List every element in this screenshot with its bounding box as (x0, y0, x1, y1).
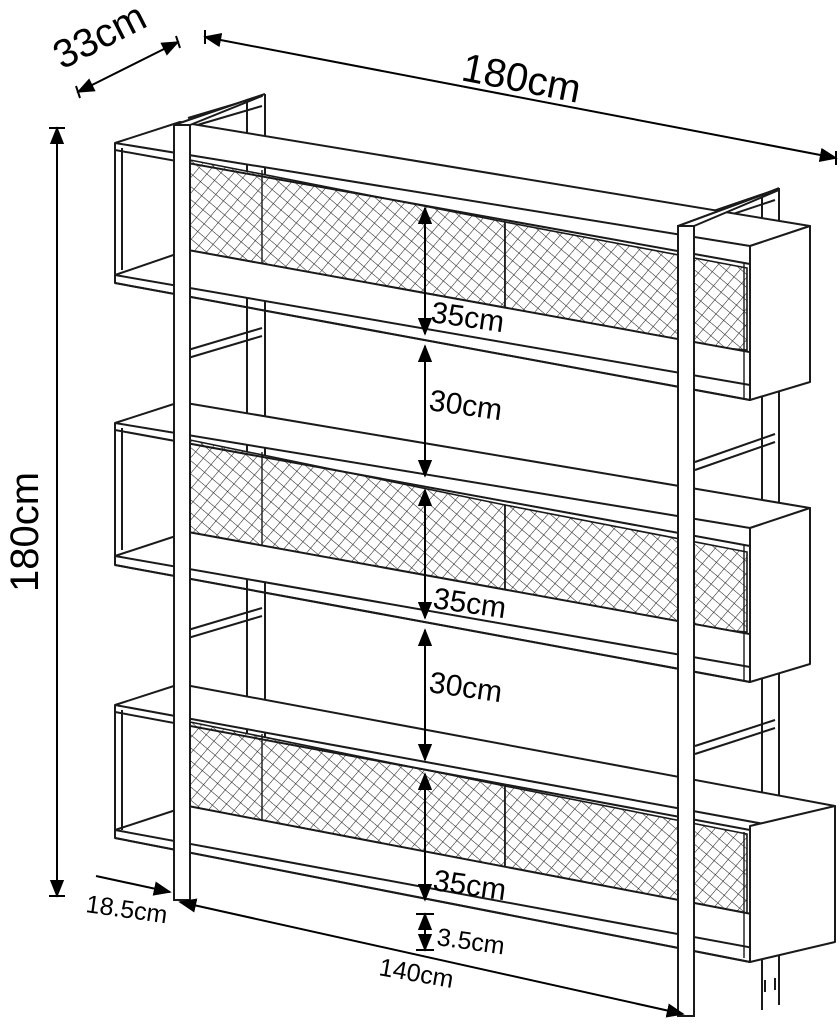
dimension-lines (49, 30, 838, 1018)
height-label: 180cm (3, 472, 47, 592)
shelf-unit-middle (114, 401, 811, 683)
depth-label: 33cm (46, 0, 153, 78)
shelf-gap-lower-label: 30cm (427, 666, 504, 709)
width-label: 180cm (458, 46, 584, 112)
frame-width-label: 140cm (377, 953, 456, 994)
front-post-right (677, 189, 780, 1017)
shelf-gap-upper-label: 30cm (427, 384, 504, 427)
bottom-clearance-label: 3.5cm (435, 923, 506, 960)
shelf-unit-top (114, 121, 811, 401)
side-offset-label: 18.5cm (84, 890, 169, 929)
